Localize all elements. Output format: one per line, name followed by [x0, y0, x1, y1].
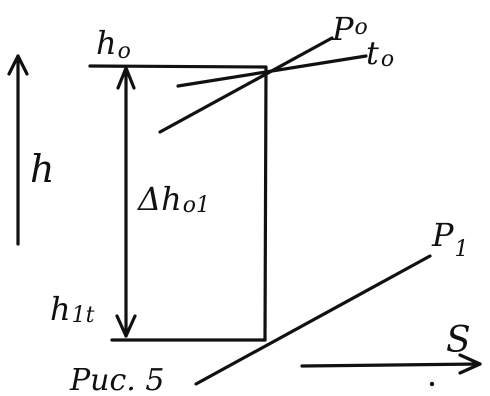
delta-h-arrow	[115, 66, 137, 338]
p1-label: P1	[431, 216, 469, 262]
delta-h01-label: Δho1	[136, 180, 210, 218]
h0-line	[88, 64, 268, 69]
p0-isobar	[158, 36, 334, 134]
h0-label: ho	[96, 24, 131, 64]
h1t-label: h1t	[50, 290, 95, 328]
t0-label: to	[366, 34, 394, 72]
s-axis-arrow	[300, 353, 482, 375]
ink-dot	[429, 381, 435, 387]
figure-caption: Рис. 5	[69, 363, 164, 396]
p0-label: Po	[331, 10, 368, 48]
h-axis-arrow	[7, 54, 29, 246]
h-axis-label: h	[30, 147, 54, 191]
s-axis-label: S	[446, 320, 471, 361]
t0-isotherm	[176, 54, 368, 88]
p1-isobar	[194, 254, 432, 386]
expansion-line	[263, 66, 268, 342]
